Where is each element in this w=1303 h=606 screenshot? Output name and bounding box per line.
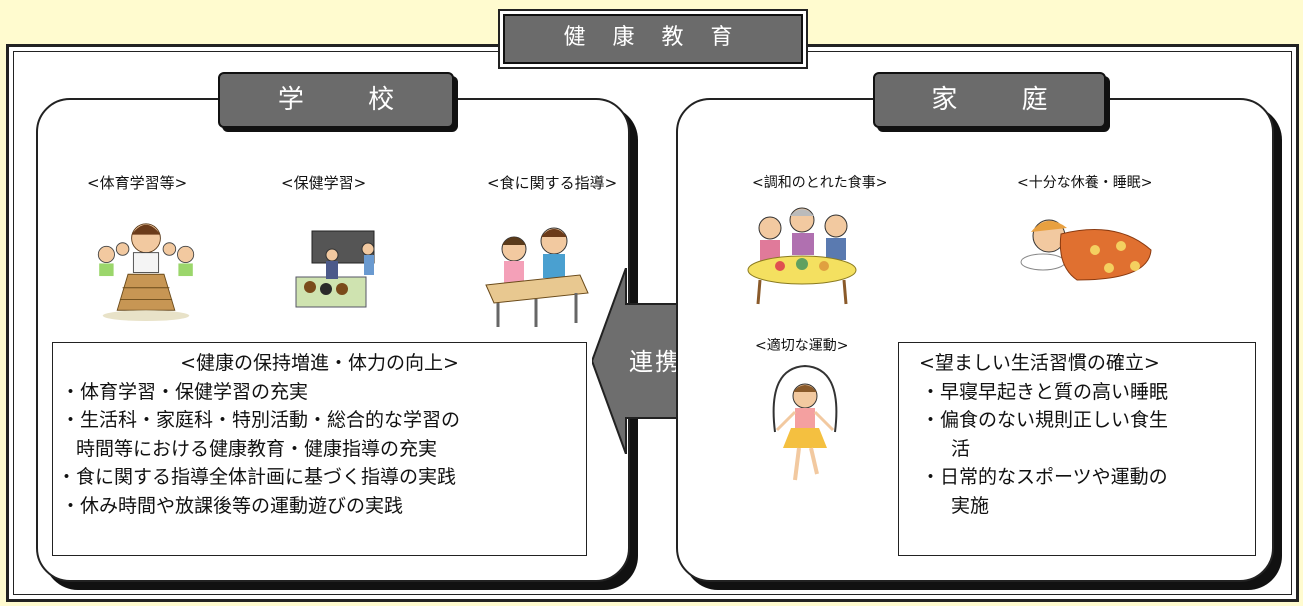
school-box-item: ・生活科・家庭科・特別活動・総合的な学習の — [61, 409, 461, 431]
home-box-item-continued: 活 — [951, 437, 971, 460]
main-title: 健 康 教 育 — [503, 14, 803, 64]
school-box-heading: <健康の保持増進・体力の向上> — [180, 352, 459, 374]
sleeping-child-illustration — [1020, 219, 1152, 281]
home-box-item: ・偏食のない規則正しい食生 — [921, 409, 1169, 431]
school-caption-food: <食に関する指導> — [487, 174, 618, 192]
home-text-box: <望ましい生活習慣の確立> ・早寝早起きと質の高い睡眠 ・偏食のない規則正しい食… — [898, 342, 1256, 556]
home-caption-exercise: <適切な運動> — [755, 338, 849, 354]
school-box-item: ・体育学習・保健学習の充実 — [61, 380, 309, 403]
jump-rope-illustration — [772, 364, 838, 481]
school-box-item: ・休み時間や放課後等の運動遊びの実践 — [61, 494, 404, 517]
pe-class-illustration — [97, 223, 195, 322]
family-meal-illustration — [747, 207, 857, 305]
school-caption-pe: <体育学習等> — [87, 174, 188, 192]
health-class-illustration — [295, 230, 375, 308]
home-caption-rest: <十分な休養・睡眠> — [1017, 175, 1153, 191]
school-caption-health: <保健学習> — [281, 174, 367, 192]
home-box-item: ・日常的なスポーツや運動の — [921, 466, 1168, 488]
school-tab: 学 校 — [218, 72, 454, 128]
school-box-item: ・食に関する指導全体計画に基づく指導の実践 — [57, 466, 457, 488]
home-tab: 家 庭 — [873, 72, 1106, 128]
school-text-box: <健康の保持増進・体力の向上> ・体育学習・保健学習の充実 ・生活科・家庭科・特… — [52, 342, 587, 556]
link-label: 連携 — [629, 348, 681, 376]
school-box-item-continued: 時間等における健康教育・健康指導の充実 — [76, 437, 438, 460]
school-lunch-illustration — [485, 227, 589, 327]
home-box-heading: <望ましい生活習慣の確立> — [919, 352, 1160, 374]
home-caption-meal: <調和のとれた食事> — [752, 175, 888, 191]
home-box-item-continued: 実施 — [951, 494, 990, 517]
home-box-item: ・早寝早起きと質の高い睡眠 — [921, 380, 1169, 403]
